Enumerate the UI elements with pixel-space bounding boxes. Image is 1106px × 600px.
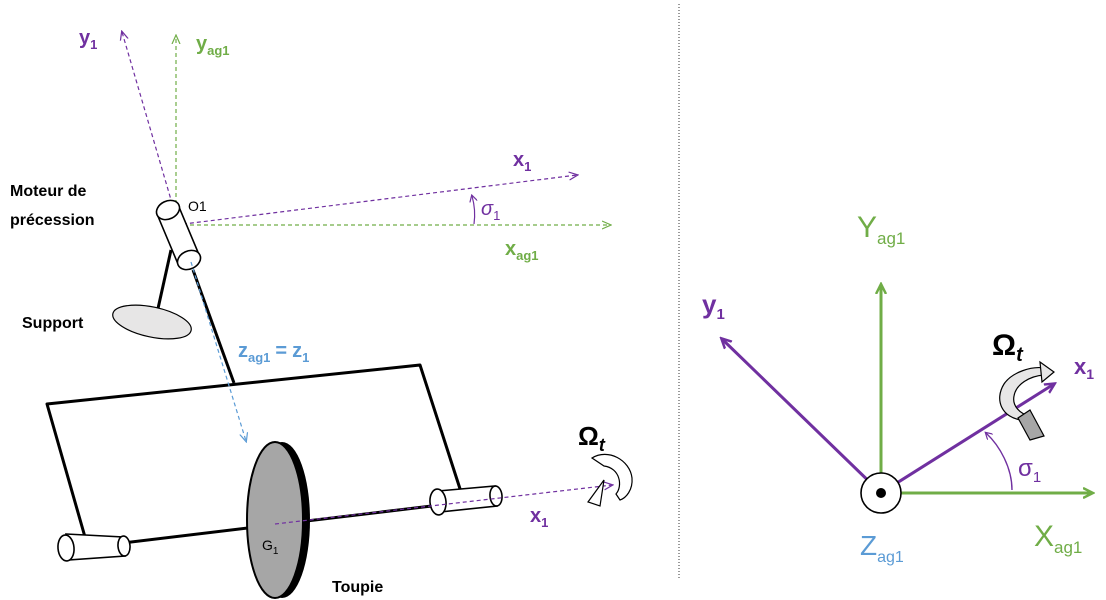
label-omega-right: Ωt <box>992 329 1024 366</box>
sigma-arc-left <box>472 196 475 225</box>
label-motor-line1: Moteur de <box>10 183 87 200</box>
label-y1-right: y1 <box>702 289 725 323</box>
support-base <box>112 304 192 340</box>
label-omega-left: Ωt <box>578 421 606 455</box>
label-sigma-right: σ1 <box>1018 455 1041 486</box>
label-sigma-left: σ1 <box>481 198 500 223</box>
label-toupie: Toupie <box>332 579 383 596</box>
precession-shaft <box>191 269 236 384</box>
spinning-top-disk <box>246 441 310 599</box>
label-x1-left-bottom: x1 <box>530 505 548 530</box>
y1-axis-right <box>722 339 883 495</box>
sigma-arc-right <box>986 433 1013 491</box>
x1-axis-left-bottom <box>274 485 612 525</box>
x1-axis-right <box>880 384 1054 495</box>
label-x1-right: x1 <box>1074 354 1094 382</box>
right-diagram: Yag1 y1 Ωt x1 σ1 Zag1 Xag1 <box>702 211 1094 566</box>
label-yag1-left: yag1 <box>196 33 230 58</box>
label-o1: O1 <box>188 198 207 214</box>
label-Zag1-right: Zag1 <box>860 530 904 566</box>
label-Yag1-right: Yag1 <box>857 211 905 248</box>
omega-rotation-arrow-right <box>999 360 1055 441</box>
label-xag1-left: xag1 <box>505 238 539 263</box>
omega-rotation-arrow-left <box>587 453 633 507</box>
label-motor-line2: précession <box>10 212 94 229</box>
label-support: Support <box>22 315 84 332</box>
label-zag1-z1: zag1=z1 <box>238 340 309 365</box>
label-x1-left-top: x1 <box>513 149 531 174</box>
label-g1: G1 <box>262 537 279 557</box>
Zag1-out-of-plane-symbol <box>860 472 902 514</box>
right-bearing <box>429 485 503 516</box>
left-bearing <box>57 533 131 562</box>
precession-motor <box>155 199 202 271</box>
gimbal-frame <box>45 363 464 538</box>
zag1-axis-left <box>190 261 246 441</box>
label-Xag1-right: Xag1 <box>1034 520 1082 557</box>
label-y1-left: y1 <box>79 27 97 52</box>
x1-axis-left-top <box>175 175 577 226</box>
y1-axis-left <box>122 32 189 259</box>
left-diagram: y1 yag1 x1 σ1 xag1 O1 Moteur de précessi… <box>10 27 633 599</box>
